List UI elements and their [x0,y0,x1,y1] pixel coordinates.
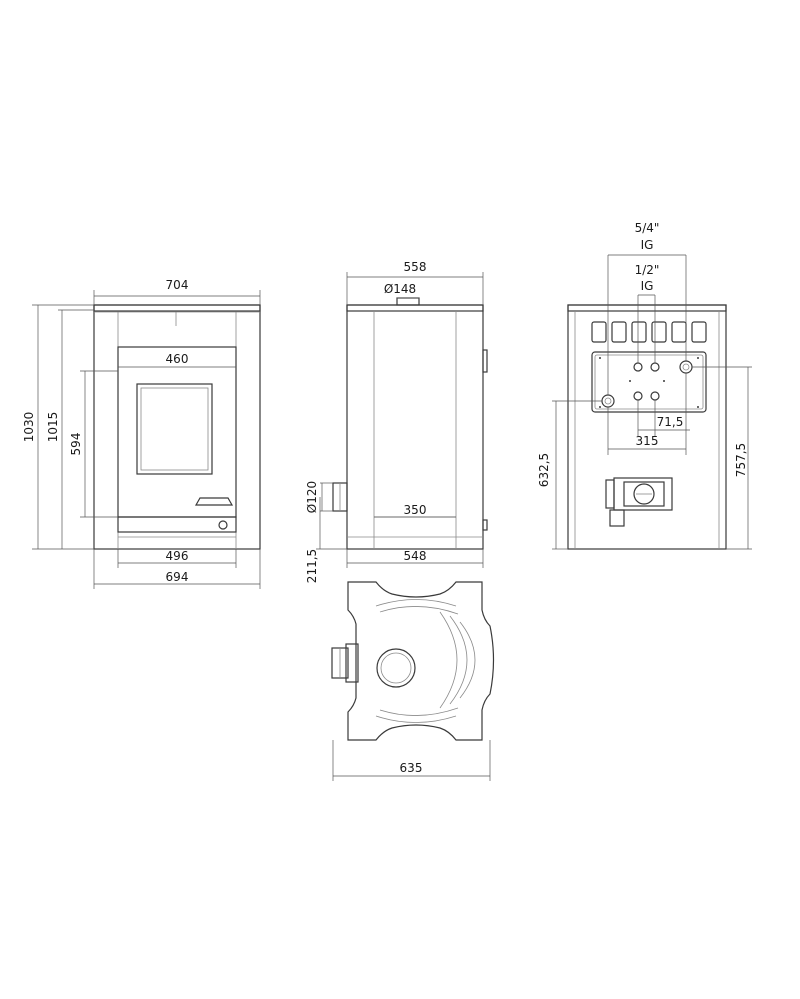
dim-side-width-top: 558 [404,260,427,274]
dim-front-height-total: 1030 [22,412,36,443]
ash-knob [218,520,228,530]
label-pipe-small-thread: IG [641,279,654,293]
pipe-1 [633,362,643,372]
back-connection-plate [591,351,707,413]
label-pipe-large: 5/4" [635,221,660,235]
dim-side-flue-diameter: Ø148 [384,282,416,296]
front-top-plate [93,304,261,312]
dim-front-width-bottom: 694 [166,570,189,584]
front-body-outline [93,304,261,550]
dim-side-width-bottom: 548 [404,549,427,563]
dim-side-flue-outlet-diameter: Ø120 [305,481,319,513]
plan-flue [376,648,416,688]
dim-back-pipe-spacing-large: 315 [636,434,659,448]
side-view: 558 Ø148 350 Ø120 211,5 548 [305,260,488,583]
plan-view: 635 [331,581,495,781]
dim-back-height-right: 757,5 [734,443,748,477]
ash-tray [117,516,237,533]
pipe-3 [633,391,643,401]
pipe-2 [650,362,660,372]
pipe-4 [650,391,660,401]
dim-back-pipe-spacing-small: 71,5 [657,415,684,429]
plan-outline [347,581,495,741]
pipe-large-top [679,360,693,374]
front-glass [136,383,213,475]
dim-back-height-left: 632,5 [537,453,551,487]
dim-plan-depth: 635 [400,761,423,775]
front-door [117,346,237,518]
label-pipe-large-thread: IG [641,238,654,252]
door-handle [194,497,234,506]
label-pipe-small: 1/2" [635,263,660,277]
back-vents [591,321,707,343]
dim-front-height-body: 1015 [46,412,60,443]
pipe-large-left [601,394,615,408]
dim-front-door-height: 594 [69,433,83,456]
front-view: 704 460 1030 1015 594 496 694 [22,278,261,589]
dim-front-base-width: 496 [166,549,189,563]
dim-side-inner-width: 350 [404,503,427,517]
side-flue-top [396,297,420,306]
dim-front-width-top: 704 [166,278,189,292]
back-view: 5/4" IG 1/2" IG 71,5 315 632,5 757,5 [537,221,752,550]
dim-side-flue-height: 211,5 [305,549,319,583]
dim-front-door-width: 460 [166,352,189,366]
